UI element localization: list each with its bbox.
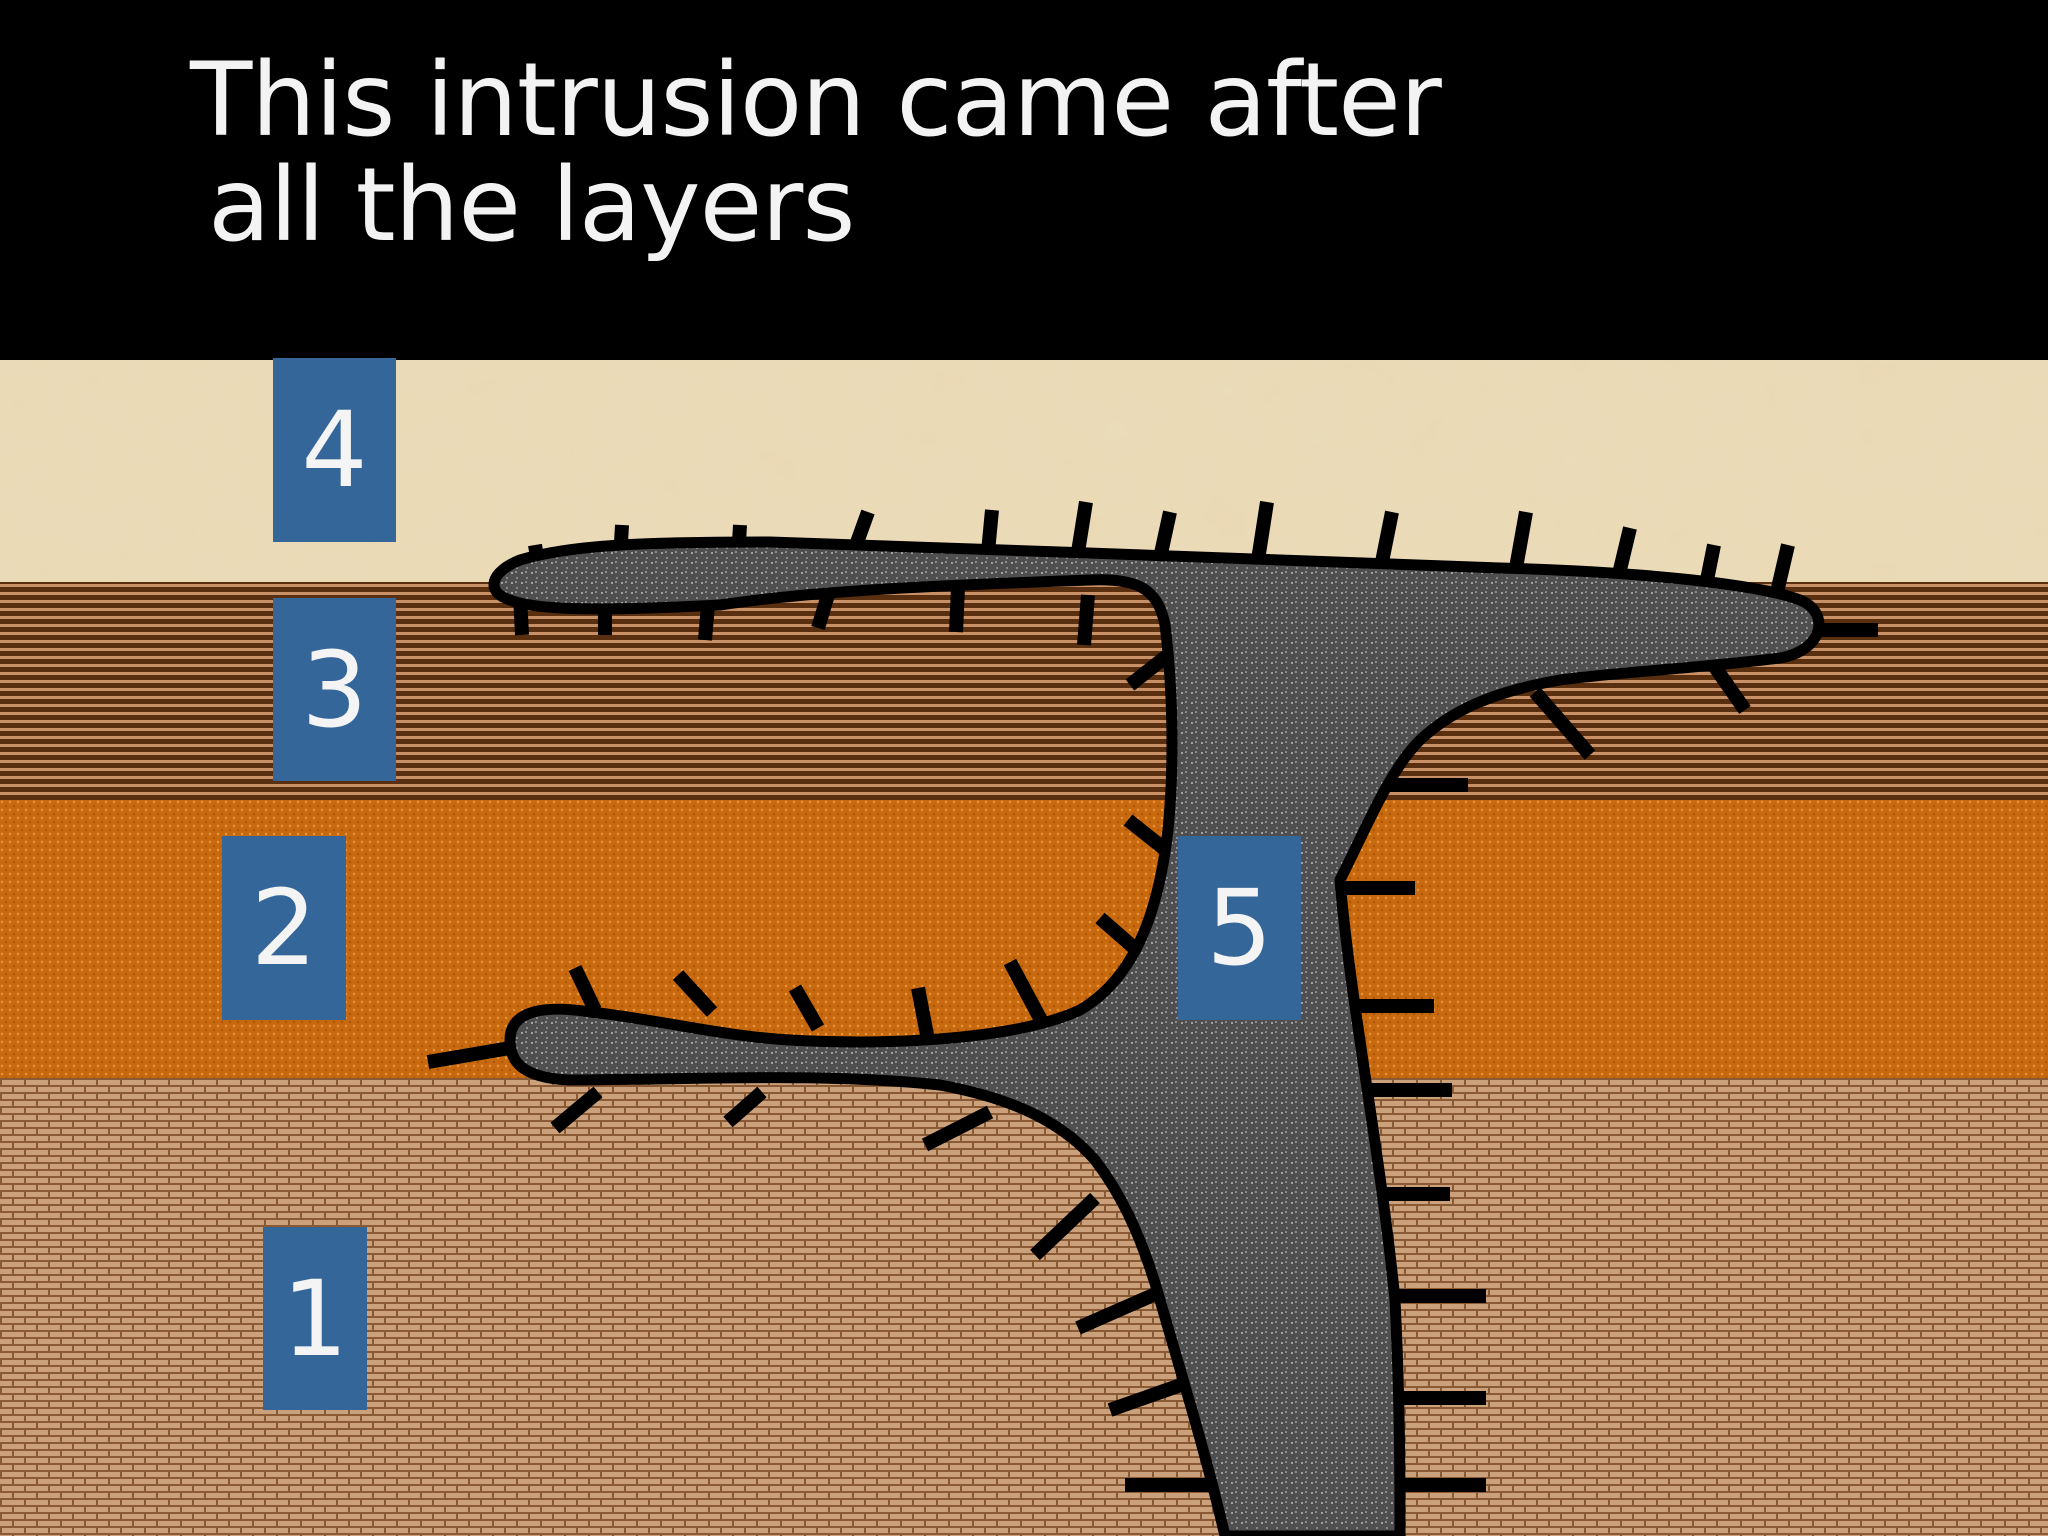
layer-label-3: 3: [273, 598, 396, 781]
title-line-2: all the layers: [208, 146, 855, 265]
title-line-1: This intrusion came after: [190, 41, 1442, 160]
layer-label-2: 2: [222, 836, 346, 1020]
layer-label-1: 1: [263, 1227, 367, 1410]
intrusion-label-5: 5: [1178, 836, 1301, 1020]
layer-label-4: 4: [273, 358, 396, 542]
title-banner: This intrusion came after all the layers: [0, 0, 2048, 360]
slide-title: This intrusion came after all the layers: [190, 41, 1442, 265]
intrusion-body: [488, 536, 1825, 1536]
